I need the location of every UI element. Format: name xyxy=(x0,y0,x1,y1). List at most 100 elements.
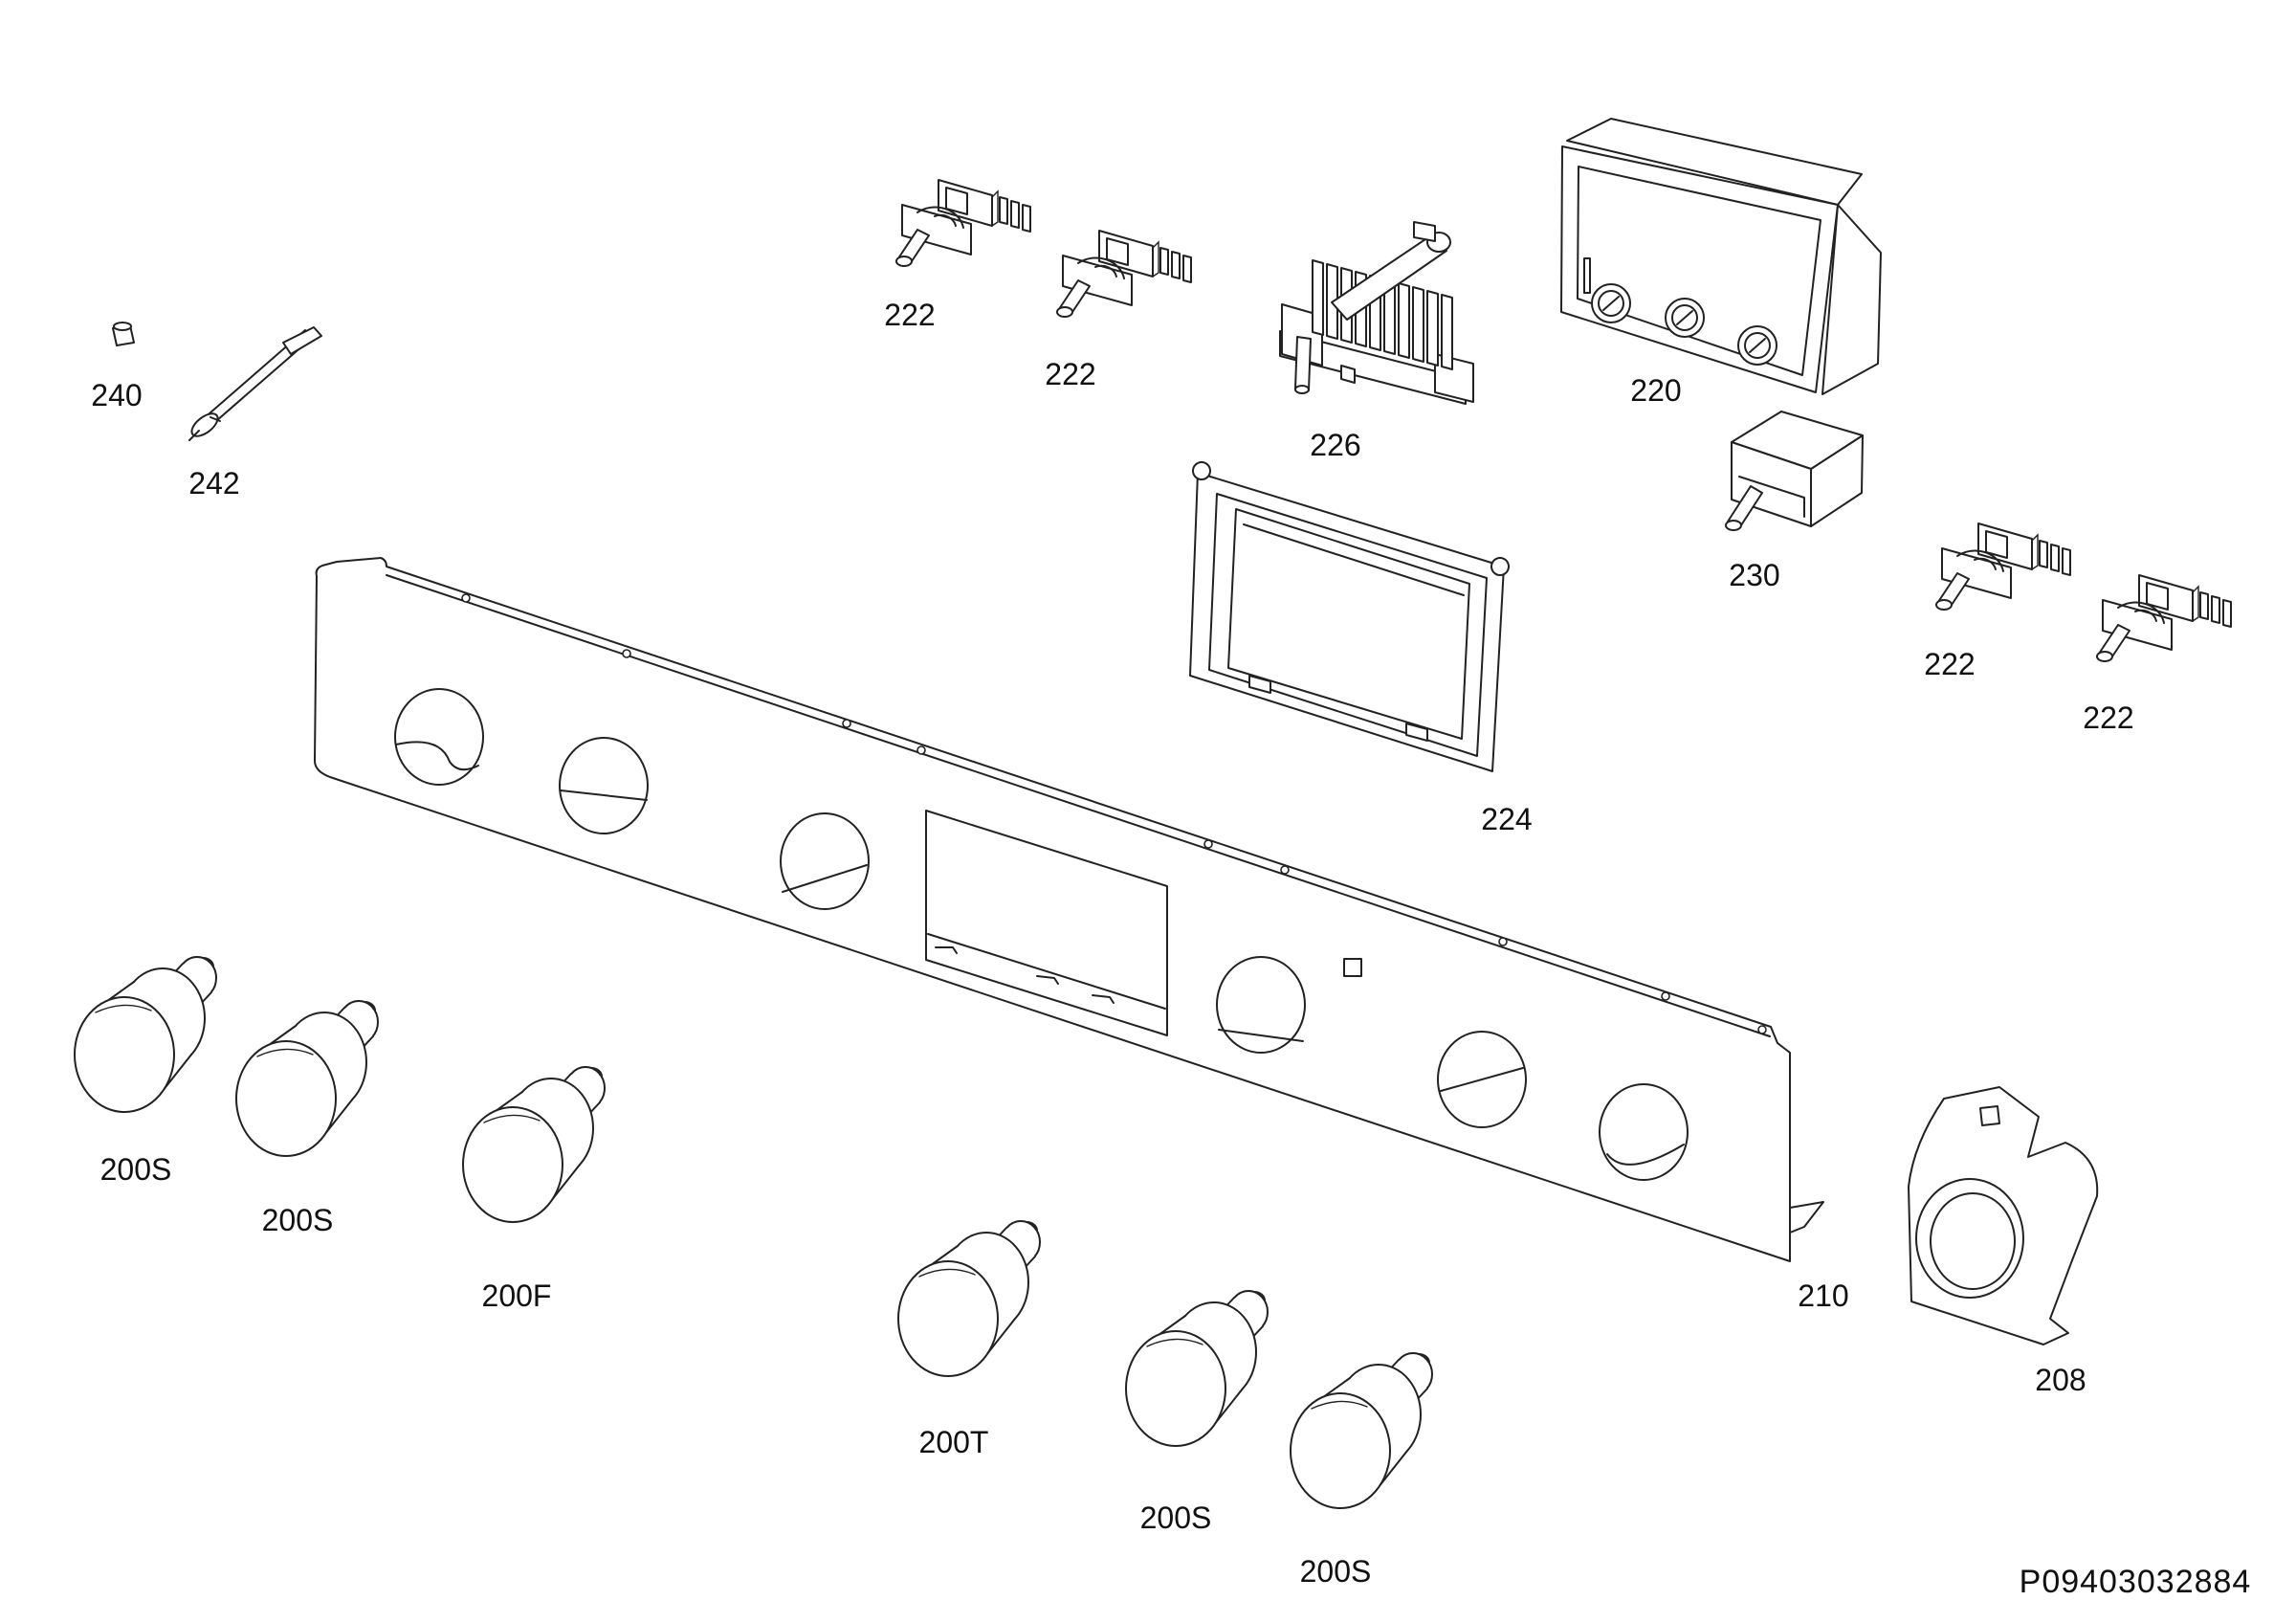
panel-hole xyxy=(1216,956,1306,1054)
frame-tab xyxy=(1405,723,1428,742)
callout-226: 226 xyxy=(1310,428,1360,462)
part-230-switch-box xyxy=(1725,411,1864,531)
selector-base xyxy=(1279,330,1467,405)
frame-tab xyxy=(1248,675,1271,694)
part-222-switch-1 xyxy=(895,179,1031,267)
callout-210: 210 xyxy=(1798,1278,1848,1313)
callout-224: 224 xyxy=(1481,802,1532,836)
selector-top-tab xyxy=(1413,221,1436,242)
part-200s-knob-3 xyxy=(1125,1290,1269,1447)
selector-shaft-end xyxy=(1294,385,1310,394)
selector-contact-fin xyxy=(1441,294,1453,370)
module-dial-inner xyxy=(1598,290,1624,317)
box-front-bracket xyxy=(1738,476,1805,518)
panel-window-tab xyxy=(1036,975,1059,985)
panel-screw-hole xyxy=(1661,991,1670,1001)
panel-hole-edge xyxy=(1440,1067,1524,1092)
module-dial-inner xyxy=(1671,304,1698,331)
frame-post xyxy=(1490,557,1510,576)
callout-242: 242 xyxy=(188,466,239,500)
part-200t-knob xyxy=(897,1220,1041,1377)
callout-208: 208 xyxy=(2035,1363,2086,1397)
callout-222: 222 xyxy=(884,298,935,332)
selector-cam-shaft xyxy=(1331,234,1447,321)
box-shaft-end xyxy=(1725,520,1742,531)
selector-contact-fin xyxy=(1426,290,1439,367)
callout-200s: 200S xyxy=(1140,1501,1212,1535)
callout-220: 220 xyxy=(1630,373,1681,408)
selector-contact-fin xyxy=(1412,286,1424,363)
selector-contact-fin xyxy=(1312,259,1324,336)
callout-222: 222 xyxy=(2083,700,2133,735)
part-200s-knob-2 xyxy=(235,1000,379,1157)
panel-hole xyxy=(394,688,484,786)
frame-inner-edge xyxy=(1208,493,1488,757)
panel-hole-edge xyxy=(560,789,648,801)
callout-240: 240 xyxy=(91,378,142,412)
callout-230: 230 xyxy=(1729,558,1779,592)
part-208-button-housing xyxy=(1908,1086,2099,1345)
module-top-flange xyxy=(1566,118,1863,206)
housing-button xyxy=(1930,1192,2016,1290)
probe-tip xyxy=(282,326,322,355)
callout-200f: 200F xyxy=(482,1278,552,1313)
cap-top xyxy=(113,322,132,331)
part-242-probe xyxy=(188,326,322,441)
panel-screw-hole xyxy=(622,649,631,658)
panel-hole-edge xyxy=(1218,1029,1304,1042)
part-226-selector-switch xyxy=(1279,221,1474,405)
panel-hole-edge xyxy=(1606,1144,1685,1166)
module-dial-indicator xyxy=(1676,310,1693,325)
panel-window-tab xyxy=(1092,994,1115,1004)
panel-display-window xyxy=(925,810,1168,1036)
panel-hole xyxy=(559,737,649,834)
drawing-number: P09403032884 xyxy=(2020,1564,2252,1600)
selector-terminal xyxy=(1340,365,1356,384)
part-222-switch-2 xyxy=(1056,230,1192,318)
panel-top-edge xyxy=(386,574,1771,1037)
part-222-switch-3 xyxy=(1935,522,2071,611)
callout-222: 222 xyxy=(1045,357,1095,391)
callout-200s: 200S xyxy=(100,1152,172,1187)
panel-hole xyxy=(1599,1083,1689,1181)
panel-screw-hole xyxy=(1280,865,1290,875)
panel-hole xyxy=(780,812,870,910)
frame-ledge xyxy=(1243,523,1465,596)
panel-screw-hole xyxy=(1498,937,1508,946)
frame-body xyxy=(1189,472,1505,772)
panel-hole-edge xyxy=(395,741,479,771)
panel-window-tab xyxy=(935,946,958,954)
selector-contact-fin xyxy=(1398,282,1410,359)
module-slot xyxy=(1583,257,1591,294)
part-240-cap xyxy=(112,322,135,346)
panel-right-flange xyxy=(1789,1201,1824,1234)
module-dial-indicator xyxy=(1749,338,1766,353)
panel-indicator-hole xyxy=(1343,958,1362,977)
probe-hook xyxy=(188,416,221,441)
part-200s-knob-1 xyxy=(74,956,217,1113)
selector-shaft xyxy=(1294,336,1312,391)
callout-200s: 200S xyxy=(262,1203,334,1237)
module-dial-indicator xyxy=(1602,296,1620,311)
callout-200t: 200T xyxy=(919,1425,989,1459)
frame-post xyxy=(1192,461,1211,480)
part-224-display-frame xyxy=(1189,461,1510,772)
part-200f-knob xyxy=(462,1066,606,1223)
callout-200s: 200S xyxy=(1300,1554,1372,1589)
module-dial-inner xyxy=(1744,332,1771,359)
module-front-inset xyxy=(1577,166,1821,376)
panel-window-ledge xyxy=(927,933,1166,1010)
module-right-bracket xyxy=(1821,204,1882,395)
panel-screw-hole xyxy=(1757,1025,1767,1034)
panel-screw-hole xyxy=(916,745,926,755)
panel-screw-hole xyxy=(461,593,471,603)
panel-screw-hole xyxy=(1203,839,1213,849)
part-200s-knob-4 xyxy=(1290,1352,1433,1509)
part-210-control-panel xyxy=(314,557,1824,1262)
panel-hole-edge xyxy=(782,864,868,893)
callout-222: 222 xyxy=(1924,647,1975,681)
panel-screw-hole xyxy=(842,719,851,728)
housing-top-slot xyxy=(1979,1105,2000,1126)
part-222-switch-4 xyxy=(2096,574,2232,662)
